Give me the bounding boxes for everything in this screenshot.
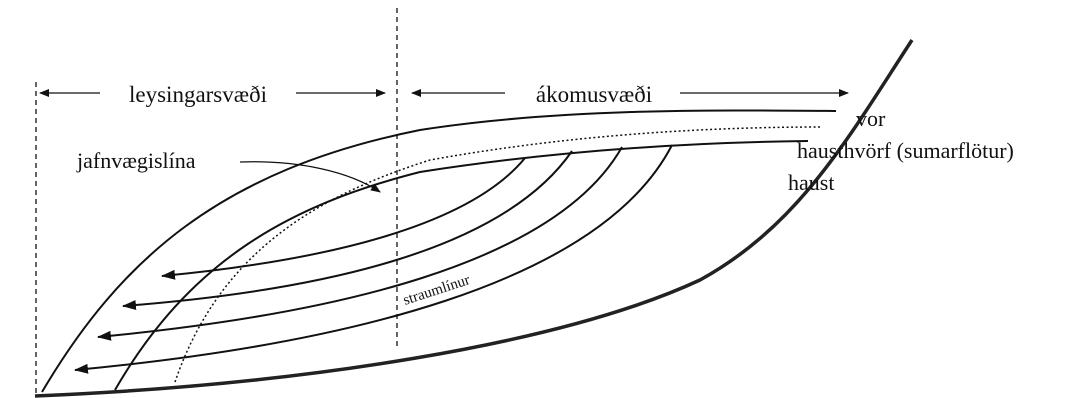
flowline-4 [74, 144, 673, 374]
spring-label: vor [856, 106, 886, 131]
autumn-label: haust [788, 170, 834, 195]
flowline-3 [97, 146, 623, 341]
equilibrium-line-label: jafnvægislína [76, 148, 196, 173]
summer-surface-line [174, 126, 823, 383]
spring-surface-line [41, 109, 837, 393]
autumn-transition-label: hausthvörf (sumarflötur) [797, 138, 1014, 163]
ablation-zone-label: leysingarsvæði [129, 82, 267, 107]
accumulation-zone-label: ákomusvæði [536, 82, 652, 107]
flowline-1 [161, 157, 526, 280]
bedrock-line [34, 39, 914, 398]
equilibrium-pointer-arrow [239, 161, 381, 193]
flowline-2 [122, 150, 573, 310]
autumn-surface-line [114, 140, 809, 391]
